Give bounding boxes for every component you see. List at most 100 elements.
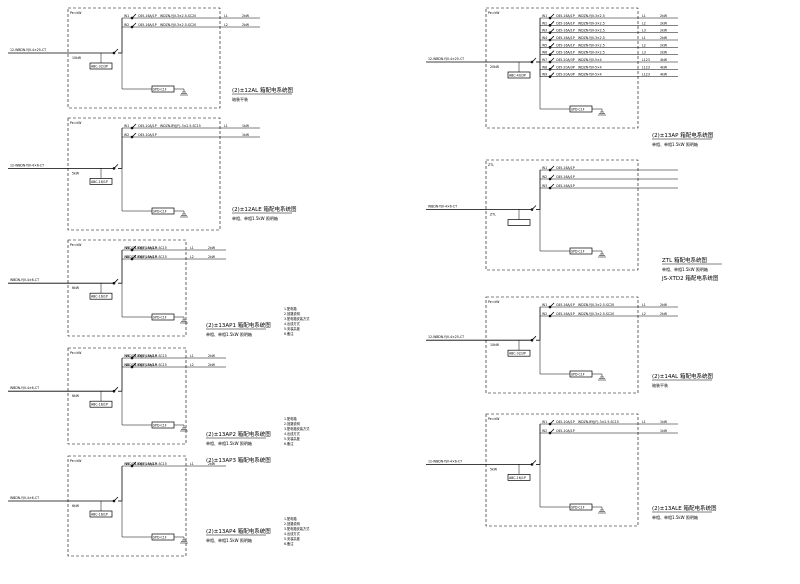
circuit-device: C65-16A/1P: [556, 303, 575, 307]
circuit-load: 2kW: [660, 43, 668, 47]
circuit-id: W3: [542, 29, 547, 33]
circuit-device: C65-16A/1P: [556, 21, 575, 25]
circuit-phase: L123: [642, 73, 650, 77]
spd-label: SPD-C1F: [571, 108, 585, 112]
panel-note-line: 1.配电箱: [284, 306, 297, 311]
circuit-cable: WDZN-BYJ(F)-3×2.5-SC15: [126, 462, 167, 466]
breaker-label: 10kW: [72, 56, 82, 60]
circuit-cable: WDZN-YJV-3×2.5-SC20: [160, 23, 196, 27]
circuit-id: W2: [124, 255, 129, 259]
meter-label: ABC-16/1P: [509, 476, 526, 480]
circuit-cable: WDZN-YJV-5×4: [578, 58, 602, 62]
panel-note-line: 4.出线方式: [284, 431, 301, 436]
breaker-label: 5kW: [490, 467, 498, 471]
incoming-cable-label: WBDN-YJV-4×6-CT: [428, 205, 457, 209]
circuit-device: C65-10A/1P: [138, 124, 157, 128]
panel-enclosure: [485, 159, 639, 271]
circuit-cable: WDZN-BYJ(F)-3×2.5-SC15: [126, 246, 167, 250]
circuit-device: C65-16A/1P: [138, 14, 157, 18]
circuit-load: 4kW: [660, 65, 668, 69]
circuit-cable: WDZN-YJV-3×2.5: [578, 51, 605, 55]
panel-title-secondary: (2)±13AP3 箱配电系统图: [206, 456, 271, 464]
spd-label: SPD-C1F: [153, 210, 167, 214]
circuit-cable: WDZN-YJV-3×2.5: [578, 36, 605, 40]
circuit-id: W2: [542, 21, 547, 25]
meter-label: ABC-16/1P: [91, 295, 108, 299]
panel-note-line: 2.回路说明: [284, 311, 300, 316]
circuit-cable: WDZN-YJV-5×4: [578, 73, 602, 77]
circuit-device: C65-16A/1P: [556, 166, 575, 170]
circuit-load: 2kW: [660, 303, 668, 307]
spd-label: SPD-C1F: [571, 250, 585, 254]
circuit-phase: L2: [190, 363, 194, 367]
incoming-cable-label: 12-WBDN-YJV-4×25-CT: [10, 48, 46, 52]
breaker-label: 10kW: [490, 343, 500, 347]
breaker-label: 6kW: [72, 504, 80, 508]
circuit-device: C65-16A/1P: [138, 255, 157, 259]
panel-tag: Pe=kW: [70, 243, 82, 247]
circuit-phase: L2: [190, 255, 194, 259]
panel-note: 单相、单相1.5kW 照明箱: [232, 215, 278, 221]
circuit-load: 2kW: [660, 21, 668, 25]
circuit-breaker-pivot: [548, 186, 552, 190]
panel-enclosure: [485, 413, 639, 527]
circuit-load: 4kW: [660, 58, 668, 62]
panel-tag: Pe=kW: [488, 300, 500, 304]
circuit-id: W1: [124, 124, 129, 128]
circuit-phase: L3: [642, 29, 646, 33]
panel-enclosure: [67, 7, 221, 109]
circuit-cable: WDZN-YJV-3×2.5-SC20: [578, 312, 614, 316]
panel-note-line: 5.安装高度: [284, 326, 301, 331]
circuit-device: C65-16A/1P: [556, 43, 575, 47]
panel-enclosure: [67, 455, 187, 557]
circuit-id: W8: [542, 65, 547, 69]
panel-enclosure: [67, 239, 187, 337]
panel-note-line: 6.备注: [284, 441, 294, 446]
circuit-breaker-pivot: [548, 16, 552, 20]
circuit-device: C65-16A/1P: [556, 184, 575, 188]
panel-note-line: 2.回路说明: [284, 421, 300, 426]
circuit-id: W2: [124, 133, 129, 137]
panel-tag: Pe=kW: [70, 459, 82, 463]
circuit-load: 2kW: [208, 462, 216, 466]
circuit-phase: L3: [642, 51, 646, 55]
circuit-id: W2: [124, 23, 129, 27]
circuit-cable: WDZN-BYJ(F)-3×2.5-SC15: [578, 420, 619, 424]
circuit-device: C65-16A/1P: [138, 23, 157, 27]
circuit-breaker-pivot: [548, 305, 552, 309]
circuit-phase: L1: [190, 246, 194, 250]
panel-tag: Pe=kW: [70, 11, 82, 15]
spd-label: SPD-C1F: [153, 88, 167, 92]
spd-label: SPD-C1F: [153, 316, 167, 320]
incoming-cable-label: WBDN-YJV-4×6-CT: [10, 496, 39, 500]
circuit-device: C65-20A/3P: [556, 65, 575, 69]
circuit-phase: L2: [642, 43, 646, 47]
circuit-phase: L123: [642, 58, 650, 62]
spd-label: SPD-C1F: [571, 373, 585, 377]
panel-note: 单相、单相1.5kW 照明箱: [206, 537, 252, 543]
circuit-load: 2kW: [660, 312, 668, 316]
circuit-load: 2kW: [208, 363, 216, 367]
circuit-device: C65-16A/1P: [556, 175, 575, 179]
circuit-breaker-pivot: [130, 365, 134, 369]
circuit-id: W7: [542, 58, 547, 62]
panel-title: (2)±13AP2 箱配电系统图: [206, 430, 271, 438]
panel-note-line: 6.备注: [284, 541, 294, 546]
circuit-device: C65-10A/1P: [138, 133, 157, 137]
incoming-cable-label: 12-WBDN-YJV-4×25-CT: [428, 335, 464, 339]
breaker-label: 20kW: [490, 65, 500, 69]
panel-title: (2)±13AP4 箱配电系统图: [206, 527, 271, 535]
circuit-breaker-pivot: [548, 177, 552, 181]
panel-note-line: 3.配电箱安装方式: [284, 316, 310, 321]
circuit-cable: WDZN-YJV-3×2.5: [578, 21, 605, 25]
spd-label: SPD-C1F: [153, 424, 167, 428]
